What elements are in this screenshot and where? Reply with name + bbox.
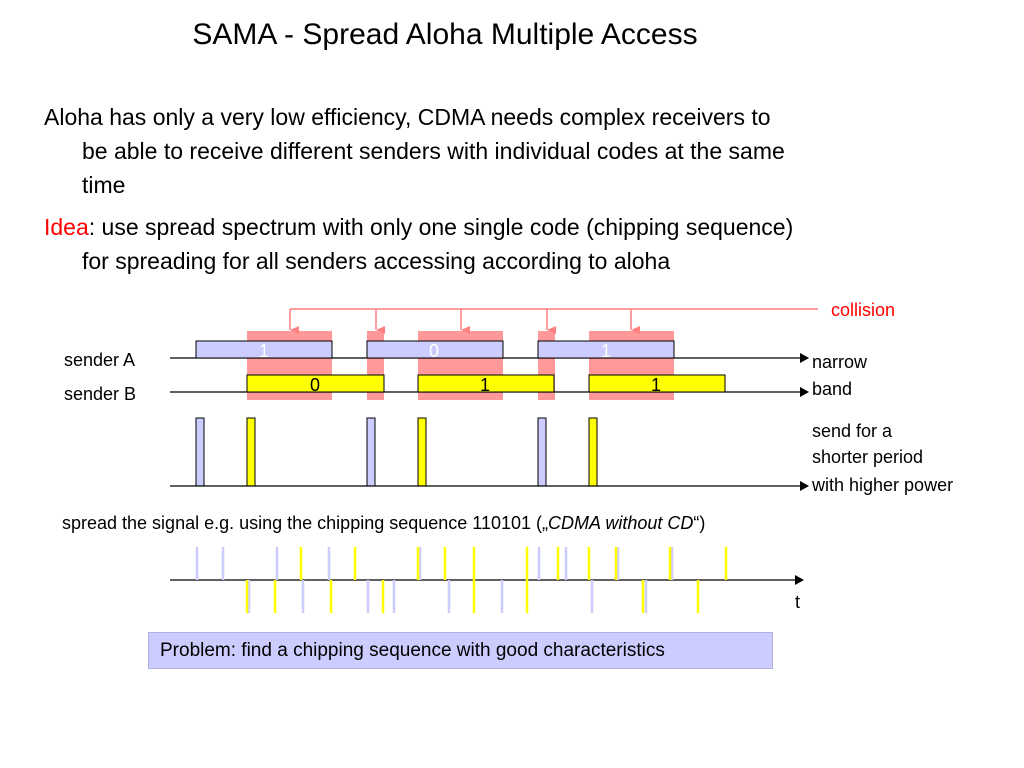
pulse-b-1 <box>246 417 256 487</box>
pulse-b-3 <box>588 417 598 487</box>
sender-a-block-1 <box>195 340 333 359</box>
sender-b-block-3 <box>588 374 726 393</box>
sender-a-bit-1: 1 <box>259 341 269 361</box>
pulse-a-2 <box>366 417 376 487</box>
send-shorter-label-line2: shorter period <box>812 447 923 467</box>
idea-paragraph: Idea: use spread spectrum with only one … <box>44 210 989 278</box>
send-shorter-label-line1: send for a <box>812 421 893 441</box>
sender-b-bit-2: 1 <box>480 375 490 395</box>
para1-line1: Aloha has only a very low efficiency, CD… <box>44 104 771 130</box>
sender-a-block-3 <box>537 340 675 359</box>
caption-italic: CDMA without CD <box>548 513 694 533</box>
para2-line1-rest: : use spread spectrum with only one sing… <box>88 214 794 240</box>
collision-arrows <box>289 308 818 334</box>
sender-b-block-1 <box>246 374 385 393</box>
sender-a-label: sender A <box>64 350 135 370</box>
sender-b-axis-arrowhead <box>800 387 809 397</box>
para1-line2: be able to receive different senders wit… <box>82 138 785 164</box>
spread-axis-arrowhead <box>795 575 804 585</box>
problem-callout: Problem: find a chipping sequence with g… <box>148 632 773 669</box>
sender-a-bit-3: 1 <box>601 341 611 361</box>
sender-a-bit-2: 0 <box>429 341 439 361</box>
slide-title: SAMA - Spread Aloha Multiple Access <box>192 18 698 51</box>
short-pulse-row <box>170 417 809 491</box>
send-shorter-label-line3: with higher power <box>811 475 953 495</box>
pulse-b-2 <box>417 417 427 487</box>
sender-b-block-2 <box>417 374 555 393</box>
idea-keyword: Idea <box>44 214 89 240</box>
sender-b-bit-1: 0 <box>310 375 320 395</box>
sender-a-block-2 <box>366 340 504 359</box>
sender-a-blocks <box>195 340 675 359</box>
para1-line3: time <box>82 172 126 198</box>
time-axis-label: t <box>795 592 800 612</box>
sender-a-axis-arrowhead <box>800 353 809 363</box>
collision-label: collision <box>831 300 895 320</box>
pulse-a-1 <box>195 417 205 487</box>
sender-b-label: sender B <box>64 384 136 404</box>
narrow-band-label-line2: band <box>812 379 852 399</box>
sender-b-bit-3: 1 <box>651 375 661 395</box>
spread-signal-caption: spread the signal e.g. using the chippin… <box>62 513 705 534</box>
caption-suffix: “) <box>693 513 706 533</box>
pulse-a-3 <box>537 417 547 487</box>
aloha-efficiency-paragraph: Aloha has only a very low efficiency, CD… <box>44 100 989 202</box>
pulse-axis-arrowhead <box>800 481 809 491</box>
sender-b-blocks <box>246 374 726 393</box>
spread-signal-row <box>170 547 804 613</box>
caption-prefix: spread the signal e.g. using the chippin… <box>62 513 549 533</box>
para2-line2: for spreading for all senders accessing … <box>82 248 671 274</box>
narrow-band-label-line1: narrow <box>812 352 868 372</box>
